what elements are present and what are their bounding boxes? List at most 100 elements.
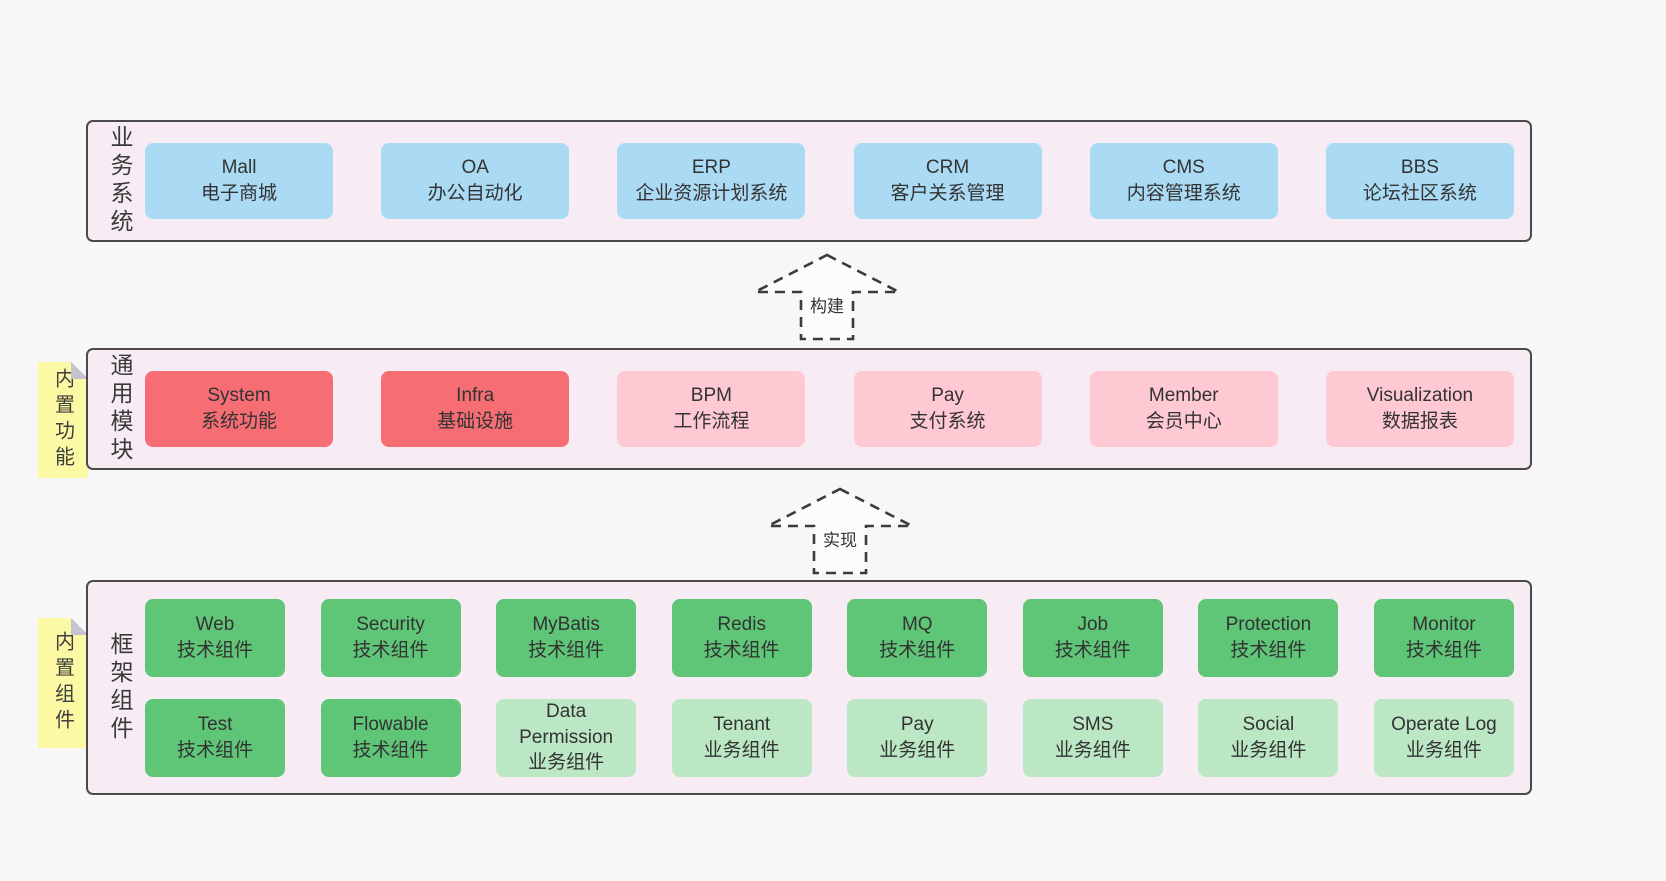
box-title: ERP	[691, 157, 731, 179]
business-systems-boxes: Mall 电子商城 OA 办公自动化 ERP 企业资源计划系统 CRM 客户关系…	[145, 122, 1514, 240]
box-title: Tenant	[713, 713, 771, 735]
box-subtitle: 电子商城	[200, 183, 277, 204]
builtin-components-tag: 内置组件	[38, 618, 88, 748]
box-mq: MQ 技术组件	[847, 598, 988, 677]
box-subtitle: 论坛社区系统	[1362, 183, 1477, 204]
box-protection: Protection 技术组件	[1198, 598, 1339, 677]
box-title: CMS	[1162, 157, 1205, 179]
tech-components-row: Web 技术组件 Security 技术组件 MyBatis 技术组件 Redi…	[145, 598, 1514, 677]
box-pay-component: Pay 业务组件	[847, 698, 988, 777]
box-job: Job 技术组件	[1022, 598, 1163, 677]
builtin-components-tag-label: 内置组件	[51, 631, 74, 735]
framework-components-rows: Web 技术组件 Security 技术组件 MyBatis 技术组件 Redi…	[145, 582, 1514, 793]
box-security: Security 技术组件	[320, 598, 461, 677]
section-business-systems: 业务系统 Mall 电子商城 OA 办公自动化 ERP 企业资源计划系统 CRM…	[86, 120, 1532, 242]
folded-corner-icon	[71, 618, 88, 635]
box-subtitle: 技术组件	[879, 639, 956, 661]
builtin-features-tag-label: 内置功能	[51, 368, 74, 472]
box-visualization: Visualization 数据报表	[1325, 371, 1514, 447]
box-pay-module: Pay 支付系统	[853, 371, 1042, 447]
box-subtitle: 业务组件	[528, 752, 605, 774]
box-title: Protection	[1225, 613, 1312, 635]
box-subtitle: 会员中心	[1145, 411, 1222, 432]
box-subtitle: 技术组件	[1230, 639, 1307, 661]
box-subtitle: 业务组件	[1230, 739, 1307, 761]
box-operate-log: Operate Log 业务组件	[1373, 698, 1514, 777]
implement-arrow-label: 实现	[823, 531, 857, 550]
box-title: Web	[195, 613, 235, 635]
box-title: Member	[1148, 385, 1219, 407]
box-subtitle: 基础设施	[437, 411, 514, 432]
box-title: Social	[1242, 713, 1295, 735]
box-sms: SMS 业务组件	[1022, 698, 1163, 777]
box-monitor: Monitor 技术组件	[1373, 598, 1514, 677]
box-subtitle: 内容管理系统	[1126, 183, 1241, 204]
box-subtitle: 技术组件	[703, 639, 780, 661]
section-business-systems-label: 业务系统	[107, 125, 133, 237]
box-subtitle: 业务组件	[1054, 739, 1131, 761]
box-bbs: BBS 论坛社区系统	[1325, 143, 1514, 219]
box-title: BPM	[690, 385, 732, 407]
box-title: Infra	[456, 385, 495, 407]
box-member: Member 会员中心	[1089, 371, 1278, 447]
biz-components-row: Test 技术组件 Flowable 技术组件 Data Permission …	[145, 698, 1514, 777]
box-title: Pay	[931, 385, 964, 407]
box-subtitle: 业务组件	[879, 739, 956, 761]
section-common-modules-label: 通用模块	[107, 353, 133, 465]
box-title: Mall	[221, 157, 257, 179]
box-title: OA	[461, 157, 489, 179]
box-subtitle: 业务组件	[1405, 739, 1482, 761]
box-subtitle: 企业资源计划系统	[635, 183, 788, 204]
build-arrow-label: 构建	[810, 297, 844, 316]
folded-corner-icon	[71, 362, 88, 379]
common-modules-boxes: System 系统功能 Infra 基础设施 BPM 工作流程 Pay 支付系统…	[145, 350, 1514, 468]
arrow-up-shape	[767, 487, 913, 575]
box-subtitle: 技术组件	[528, 639, 605, 661]
box-infra: Infra 基础设施	[381, 371, 570, 447]
box-title: SMS	[1072, 713, 1114, 735]
box-title: Redis	[717, 613, 766, 635]
box-subtitle: 工作流程	[673, 411, 750, 432]
box-title: Operate Log	[1391, 713, 1497, 735]
box-erp: ERP 企业资源计划系统	[617, 143, 806, 219]
box-subtitle: 数据报表	[1381, 411, 1458, 432]
box-title: Monitor	[1412, 613, 1476, 635]
box-title: BBS	[1400, 157, 1439, 179]
box-subtitle: 业务组件	[703, 739, 780, 761]
box-test: Test 技术组件	[145, 698, 285, 777]
box-subtitle: 技术组件	[176, 639, 253, 661]
box-title: CRM	[925, 157, 970, 179]
box-mybatis: MyBatis 技术组件	[496, 598, 637, 677]
box-redis: Redis 技术组件	[671, 598, 812, 677]
section-framework-components-label: 框架组件	[107, 631, 133, 744]
box-tenant: Tenant 业务组件	[671, 698, 812, 777]
box-subtitle: 技术组件	[1405, 639, 1482, 661]
box-social: Social 业务组件	[1198, 698, 1339, 777]
build-arrow: 构建	[754, 253, 900, 341]
section-common-modules: 通用模块 System 系统功能 Infra 基础设施 BPM 工作流程 Pay…	[86, 348, 1532, 470]
box-title: Visualization	[1366, 385, 1474, 407]
box-cms: CMS 内容管理系统	[1089, 143, 1278, 219]
box-title: Security	[356, 613, 425, 635]
box-title: Pay	[900, 713, 934, 735]
section-framework-components: 框架组件 Web 技术组件 Security 技术组件 MyBatis 技术组件…	[86, 580, 1532, 795]
box-subtitle: 客户关系管理	[890, 183, 1005, 204]
box-data-permission: Data Permission 业务组件	[496, 698, 637, 777]
arrow-up-shape	[754, 253, 900, 341]
box-title: System	[207, 385, 271, 407]
box-flowable: Flowable 技术组件	[320, 698, 461, 777]
box-title: Flowable	[352, 713, 429, 735]
box-system: System 系统功能	[145, 371, 333, 447]
box-subtitle: 支付系统	[909, 411, 986, 432]
implement-arrow: 实现	[767, 487, 913, 575]
box-oa: OA 办公自动化	[381, 143, 570, 219]
box-title: MyBatis	[532, 613, 600, 635]
box-web: Web 技术组件	[145, 598, 285, 677]
box-title: Test	[197, 713, 233, 735]
box-subtitle: 系统功能	[200, 411, 277, 432]
box-subtitle: 技术组件	[1054, 639, 1131, 661]
box-title: Data Permission	[519, 701, 614, 748]
box-crm: CRM 客户关系管理	[853, 143, 1042, 219]
box-subtitle: 技术组件	[352, 739, 429, 761]
builtin-features-tag: 内置功能	[38, 362, 88, 478]
